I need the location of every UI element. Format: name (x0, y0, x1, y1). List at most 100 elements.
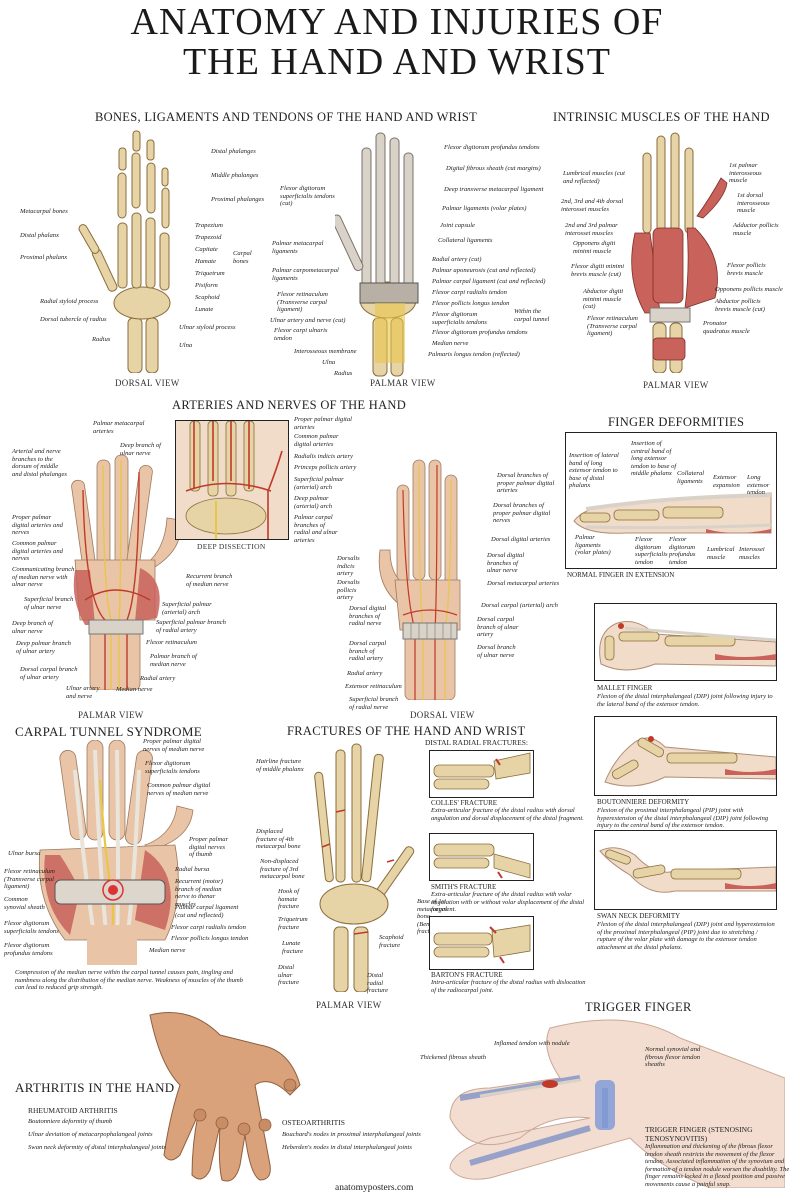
label-joint-capsule: Joint capsule (440, 222, 475, 229)
label-ct-common-synovial: Common synovial sheath (4, 896, 45, 911)
label-deep-branch-ulnar-top: Deep branch of ulnar nerve (120, 442, 162, 457)
label-dd-deep-arch: Deep palmar (arterial) arch (294, 495, 333, 510)
bones-heading: BONES, LIGAMENTS AND TENDONS OF THE HAND… (95, 110, 478, 124)
arteries-dorsal-view-caption: DORSAL VIEW (410, 710, 475, 720)
barton-caption: BARTON'S FRACTURE (431, 971, 503, 979)
label-fpb: Flexor pollicis brevis muscle (727, 262, 766, 277)
label-volar-plates: Palmar ligaments (volar plates) (442, 205, 527, 212)
label-radius-palmar: Radius (334, 370, 353, 377)
arteries-palmar-illustration (55, 450, 185, 690)
fractures-view-caption: PALMAR VIEW (316, 1000, 382, 1010)
label-ct-recurrent: Recurrent (motor) branch of median nerve… (175, 878, 223, 908)
label-pisiform: Pisiform (195, 282, 218, 289)
osteo-item-1: Bouchard's nodes in proximal interphalan… (282, 1131, 421, 1138)
colles-caption: COLLES' FRACTURE (431, 799, 498, 807)
dorsal-label-distal-phalanx: Distal phalanx (20, 232, 60, 239)
label-ct-common-palmar: Common palmar digital nerves of median n… (147, 782, 211, 797)
label-trapezium: Trapezium (195, 222, 223, 229)
label-flexor-retinaculum: Flexor retinaculum (Transverse carpal li… (277, 291, 328, 314)
rheum-item-2: Ulnar deviation of metacarpophalangeal j… (28, 1131, 153, 1138)
label-hamate: Hamate (195, 258, 216, 265)
label-collateral: Collateral ligaments (438, 237, 493, 244)
intrinsic-heading: INTRINSIC MUSCLES OF THE HAND (553, 110, 770, 124)
label-ulna-palmar: Ulna (322, 359, 336, 366)
label-dorsal-digital-arteries: Dorsal digital arteries (491, 536, 551, 543)
intrinsic-muscles-illustration (615, 128, 730, 373)
mallet-caption: MALLET FINGER (597, 684, 653, 692)
label-ct-fcr: Flexor carpi radialis tendon (171, 924, 246, 931)
label-radial-artery-cut: Radial artery (cut) (432, 256, 482, 263)
dorsal-label-metacarpal: Metacarpal bones (20, 208, 68, 215)
label-dorsum-branches: Arterial and nerve branches to the dorsu… (12, 448, 67, 478)
label-ct-fds-left: Flexor digitorum superficialis tendons (4, 920, 59, 935)
swan-neck-box (594, 830, 777, 910)
barton-box (429, 916, 534, 970)
mallet-finger-box (594, 603, 777, 681)
label-thickened-sheath: Thickened fibrous sheath (420, 1054, 487, 1061)
label-1st-dorsal-interosseous: 1st dorsal interosseous muscle (737, 192, 770, 215)
label-palmar-carpal: Palmar carpal ligament (cut and reflecte… (432, 278, 546, 285)
label-dorsal-carpal-arch: Dorsal carpal (arterial) arch (481, 602, 558, 609)
label-radial-fracture: Distal radial fracture (367, 972, 388, 995)
label-palmar-branch-median: Palmar branch of median nerve (150, 653, 197, 668)
label-lumbricals: Lumbrical muscles (cut and reflected) (563, 170, 625, 185)
label-ct-ulnar-bursa: Ulnar bursa (8, 850, 41, 857)
smith-caption: SMITH'S FRACTURE (431, 883, 497, 891)
label-volar-plates-2: Palmar ligaments (volar plates) (575, 534, 611, 557)
label-dd-palmar-carpal: Palmar carpal branches of radial and uln… (294, 514, 338, 544)
distal-radial-heading: DISTAL RADIAL FRACTURES: (425, 738, 529, 747)
dorsal-label-radius: Radius (92, 336, 111, 343)
label-ct-thumb-nerves: Proper palmar digital nerves of thumb (189, 836, 229, 859)
label-ulnar-artery-nerve: Ulnar artery and nerve (cut) (270, 317, 346, 324)
trigger-text: Inflammation and thickening of the fibro… (645, 1143, 790, 1188)
label-deep-ulnar-nerve: Deep branch of ulnar nerve (12, 620, 54, 635)
boutonniere-text: Flexion of the proximal interphalangeal … (597, 807, 769, 830)
label-proximal-phalanges: Proximal phalanges (211, 196, 265, 203)
label-fcu: Flexor carpi ulnaris tendon (274, 327, 328, 342)
label-extensor-retinaculum: Extensor retinaculum (345, 683, 402, 690)
label-palmar-interossei: 2nd and 3rd palmar interossei muscles (565, 222, 618, 237)
arthritis-heading: ARTHRITIS IN THE HAND (15, 1080, 175, 1095)
dorsal-skeleton-illustration (70, 128, 220, 373)
label-dd-superficial-arch: Superficial palmar (arterial) arch (294, 476, 344, 491)
label-dorsal-branches-arteries: Dorsal branches of proper palmar digital… (497, 472, 555, 495)
label-ulnar-artery-nerve-2: Ulnar artery and nerve (66, 685, 100, 700)
label-dorsal-carpal-radial: Dorsal carpal branch of radial artery (349, 640, 387, 663)
swan-neck-text: Flexion of the distal interphalangeal (D… (597, 921, 775, 951)
label-capitate: Capitate (195, 246, 218, 253)
label-dorsalis-pollicis: Dorsalis pollicis artery (337, 579, 360, 602)
label-opponens-pollicis: Opponens pollicis muscle (715, 286, 783, 293)
label-ct-fpl: Flexor pollicis longus tendon (171, 935, 249, 942)
label-central-band-insertion: Insertion of central band of long extens… (631, 440, 677, 478)
label-1st-palmar-interosseous: 1st palmar interosseous muscle (729, 162, 762, 185)
colles-text: Extra-articular fracture of the distal r… (431, 807, 584, 822)
label-palmar-metacarpal-arteries: Palmar metacarpal arteries (93, 420, 145, 435)
label-dorsal-interossei: 2nd, 3rd and 4th dorsal interossei muscl… (561, 198, 624, 213)
label-ct-radial-bursa: Radial bursa (175, 866, 210, 873)
label-triquetrum: Triquetrum (195, 270, 225, 277)
label-ulna: Ulna (179, 342, 193, 349)
label-ulnar-styloid: Ulnar styloid process (179, 324, 236, 331)
label-apb: Abductor pollicis brevis muscle (cut) (715, 298, 765, 313)
palmar-ligaments-illustration (335, 128, 445, 378)
label-fds: Flexor digitorum superficialis tendons (432, 311, 487, 326)
swan-neck-caption: SWAN NECK DEFORMITY (597, 912, 681, 920)
arthritis-hand-illustration (140, 1005, 310, 1190)
label-lunate: Lunate (195, 306, 214, 313)
label-carpal-bones: Carpal bones (233, 250, 252, 265)
mallet-text: Flexion of the distal interphalangeal (D… (597, 693, 773, 708)
label-superficial-palmar-arch: Superficial palmar (arterial) arch (162, 601, 212, 616)
label-palmar-aponeurosis: Palmar aponeurosis (cut and reflected) (432, 267, 536, 274)
label-lunate-fracture: Lunate fracture (282, 940, 303, 955)
label-fdp-tendon: Flexor digitorum profundus tendon (669, 536, 696, 566)
carpal-text: Compression of the median nerve within t… (15, 969, 243, 992)
label-digital-fibrous: Digital fibrous sheath (cut margins) (446, 165, 541, 172)
label-fcr: Flexor carpi radialis tendon (432, 289, 507, 296)
label-dorsal-carpal-ulnar: Dorsal carpal branch of ulnar artery (20, 666, 78, 681)
label-recurrent-median: Recurrent branch of median nerve (186, 573, 233, 588)
arteries-heading: ARTERIES AND NERVES OF THE HAND (172, 398, 407, 412)
label-dd-proper-palmar: Proper palmar digital arteries (294, 416, 353, 431)
label-superficial-radial-nerve: Superficial branch of radial nerve (349, 696, 399, 711)
boutonniere-caption: BOUTONNIERE DEFORMITY (597, 798, 690, 806)
label-pronator-quadratus: Pronator quadratus muscle (703, 320, 750, 335)
